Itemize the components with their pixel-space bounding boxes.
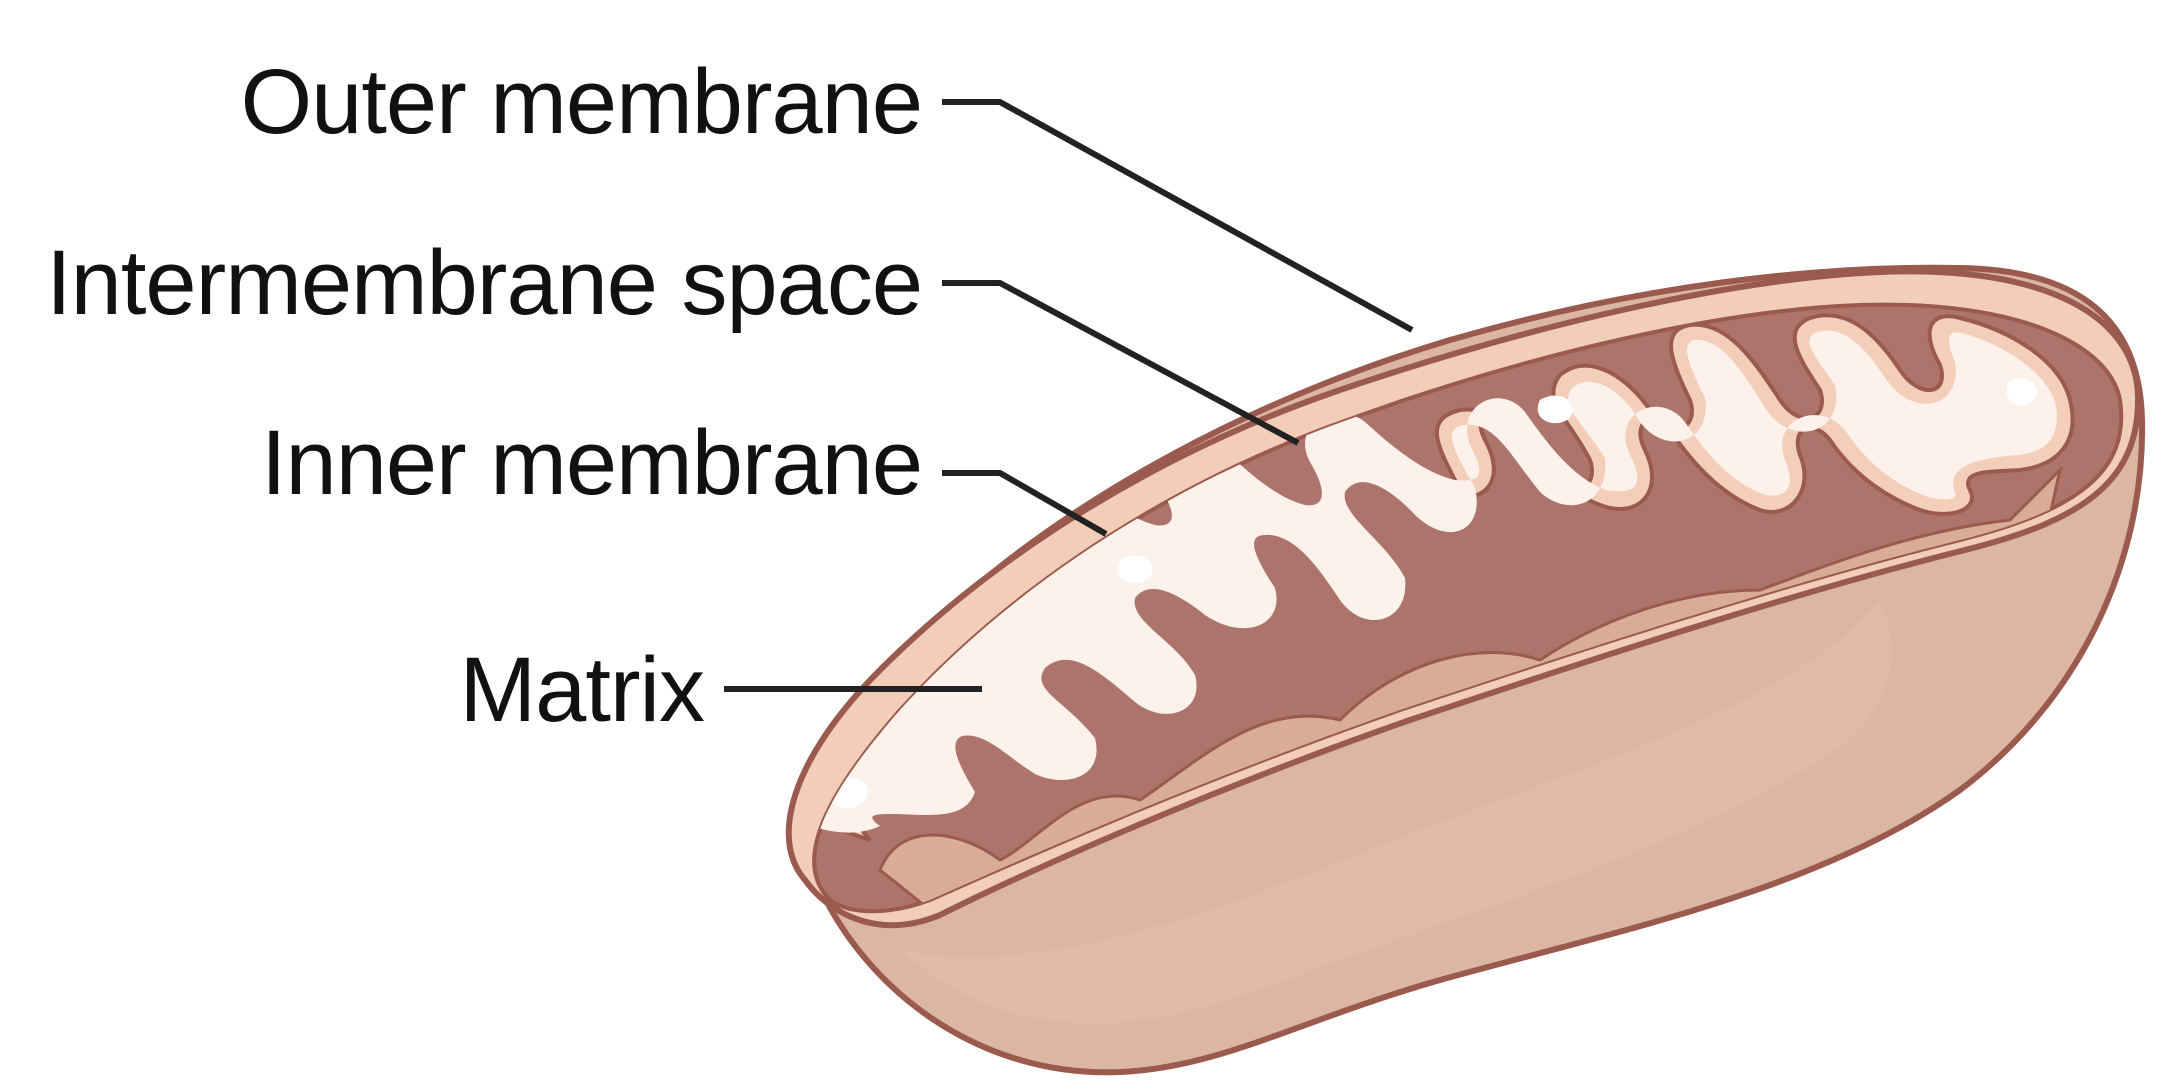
hull-highlight — [900, 600, 1892, 1024]
label-matrix: Matrix — [459, 639, 705, 741]
matrix-highlight-2 — [1117, 555, 1153, 584]
leader-lines — [724, 99, 1414, 692]
label-intermembrane-space: Intermembrane space — [46, 232, 923, 334]
leader-line-outer-membrane — [942, 99, 1414, 333]
label-inner-membrane: Inner membrane — [261, 412, 923, 514]
matrix-highlight-4 — [2006, 378, 2037, 406]
leader-line-intermembrane-space — [942, 280, 1300, 446]
matrix-highlight-3 — [1537, 395, 1573, 424]
matrix-region — [814, 330, 2057, 833]
leader-line-inner-membrane — [942, 470, 1108, 537]
label-outer-membrane: Outer membrane — [240, 51, 923, 153]
